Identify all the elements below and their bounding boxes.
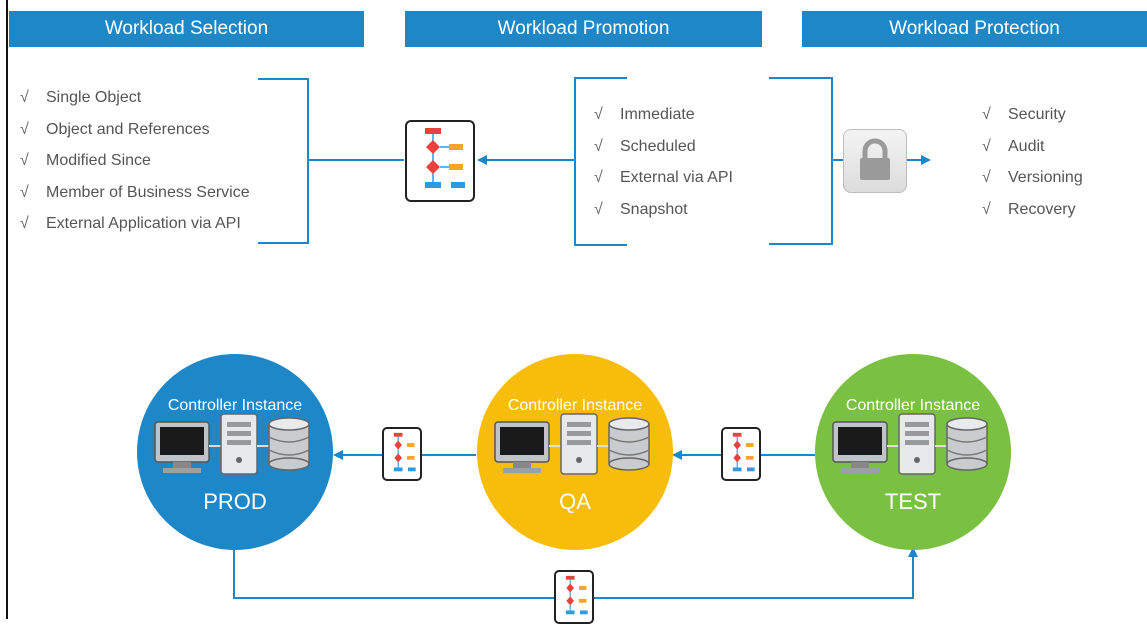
check-icon: √	[982, 169, 991, 186]
header-workload-selection: Workload Selection	[9, 11, 364, 47]
check-icon: √	[594, 106, 603, 123]
header-workload-protection: Workload Protection	[802, 11, 1147, 47]
workflow-document-icon	[721, 427, 761, 481]
check-icon: √	[20, 183, 29, 201]
workflow-document-icon	[382, 427, 422, 481]
test-env-label: TEST	[884, 489, 942, 514]
list-item: √Modified Since	[20, 145, 250, 177]
protection-checklist: √Security √Audit √Versioning √Recovery	[982, 99, 1083, 225]
database-icon	[608, 417, 650, 471]
lock-icon	[843, 129, 907, 193]
list-item: √Single Object	[20, 82, 250, 114]
check-icon: √	[594, 200, 603, 218]
selection-bracket	[258, 78, 309, 244]
test-instance-title: Controller Instance	[845, 397, 981, 414]
check-icon: √	[20, 89, 29, 106]
prod-env-label: PROD	[203, 489, 267, 514]
check-icon: √	[982, 137, 991, 155]
list-item: √Member of Business Service	[20, 177, 250, 209]
check-icon: √	[594, 137, 603, 155]
list-item: √Security	[982, 99, 1083, 131]
prod-hardware-group	[154, 413, 310, 475]
header-workload-promotion: Workload Promotion	[405, 11, 762, 47]
workflow-document-icon	[554, 570, 594, 624]
check-icon: √	[982, 200, 991, 218]
protection-bracket	[769, 77, 833, 245]
database-icon	[268, 417, 310, 471]
qa-instance-title: Controller Instance	[507, 397, 643, 414]
list-item: √Immediate	[594, 99, 733, 131]
test-hardware-group	[832, 413, 988, 475]
promotion-checklist: √Immediate √Scheduled √External via API …	[594, 99, 733, 225]
server-icon	[560, 413, 598, 475]
list-item: √Object and References	[20, 114, 250, 146]
server-icon	[898, 413, 936, 475]
check-icon: √	[20, 120, 29, 138]
list-item: √External Application via API	[20, 208, 250, 240]
qa-hardware-group	[494, 413, 650, 475]
promotion-bracket	[574, 77, 627, 246]
check-icon: √	[20, 215, 29, 232]
list-item: √Audit	[982, 131, 1083, 163]
list-item: √Recovery	[982, 194, 1083, 226]
server-icon	[220, 413, 258, 475]
list-item: √Scheduled	[594, 131, 733, 163]
list-item: √Versioning	[982, 162, 1083, 194]
list-item: √Snapshot	[594, 194, 733, 226]
workflow-document-icon	[405, 120, 475, 202]
monitor-icon	[494, 421, 550, 473]
left-border	[6, 0, 8, 619]
monitor-icon	[832, 421, 888, 473]
qa-env-label: QA	[559, 489, 591, 514]
selection-checklist: √Single Object √Object and References √M…	[20, 82, 250, 240]
list-item: √External via API	[594, 162, 733, 194]
check-icon: √	[594, 169, 603, 186]
monitor-icon	[154, 421, 210, 473]
prod-instance-title: Controller Instance	[167, 397, 303, 414]
database-icon	[946, 417, 988, 471]
check-icon: √	[20, 152, 29, 169]
check-icon: √	[982, 106, 991, 123]
